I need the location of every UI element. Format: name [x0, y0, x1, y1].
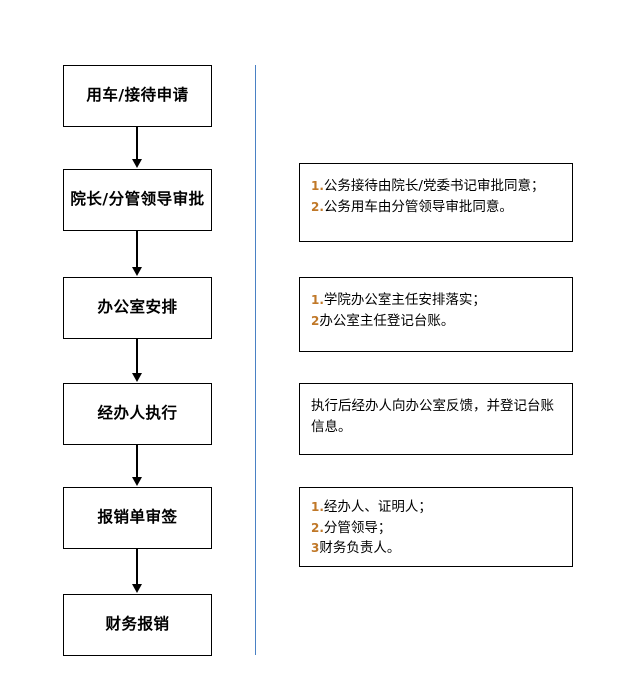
note-box-4-line-2: 2.分管领导；	[311, 518, 561, 539]
note-text: 公务接待由院长/党委书记审批同意；	[323, 178, 545, 194]
note-number: 2.	[311, 520, 324, 535]
note-box-2: 1.学院办公室主任安排落实； 2办公室主任登记台账。	[299, 277, 573, 352]
note-box-3-line-1: 执行后经办人向办公室反馈，并登记台账信息。	[311, 396, 561, 437]
note-box-4: 1.经办人、证明人； 2.分管领导； 3财务负责人。	[299, 487, 573, 567]
note-number: 1.	[311, 293, 324, 307]
note-box-2-line-1: 1.学院办公室主任安排落实；	[311, 290, 561, 311]
note-number: 1.	[311, 500, 324, 514]
process-box-6-label: 财务报销	[105, 615, 170, 634]
arrow-3-to-4	[132, 339, 142, 383]
note-box-3: 执行后经办人向办公室反馈，并登记台账信息。	[299, 383, 573, 455]
note-text: 学院办公室主任安排落实；	[323, 292, 486, 308]
process-box-1-label: 用车/接待申请	[86, 86, 189, 105]
process-box-2[interactable]: 院长/分管领导审批	[63, 169, 212, 231]
process-box-4-label: 经办人执行	[97, 404, 178, 423]
note-box-1-line-1: 1.公务接待由院长/党委书记审批同意；	[311, 176, 561, 197]
column-divider-line	[255, 65, 256, 655]
process-box-5-label: 报销单审签	[97, 508, 178, 527]
note-number: 2.	[311, 199, 324, 214]
arrow-1-to-2	[132, 127, 142, 169]
note-text: 执行后经办人向办公室反馈，并登记台账信息。	[311, 398, 554, 435]
note-number: 1.	[311, 179, 324, 193]
note-number: 3	[311, 541, 320, 556]
note-box-1-line-2: 2.公务用车由分管领导审批同意。	[311, 197, 561, 218]
process-box-6[interactable]: 财务报销	[63, 594, 212, 656]
note-box-4-line-3: 3财务负责人。	[311, 538, 561, 559]
note-text: 财务负责人。	[319, 540, 401, 557]
note-box-1: 1.公务接待由院长/党委书记审批同意； 2.公务用车由分管领导审批同意。	[299, 163, 573, 242]
arrow-5-to-6	[132, 549, 142, 594]
note-number: 2	[311, 313, 320, 328]
note-text: 办公室主任登记台账。	[319, 312, 455, 329]
note-text: 经办人、证明人；	[323, 499, 432, 515]
process-box-4[interactable]: 经办人执行	[63, 383, 212, 445]
process-box-3[interactable]: 办公室安排	[63, 277, 212, 339]
arrow-2-to-3	[132, 231, 142, 277]
note-text: 分管领导；	[323, 519, 392, 536]
process-box-2-label: 院长/分管领导审批	[70, 190, 205, 209]
process-box-3-label: 办公室安排	[97, 298, 178, 317]
note-text: 公务用车由分管领导审批同意。	[323, 198, 513, 215]
process-box-1[interactable]: 用车/接待申请	[63, 65, 212, 127]
note-box-4-line-1: 1.经办人、证明人；	[311, 497, 561, 518]
arrow-4-to-5	[132, 445, 142, 487]
process-box-5[interactable]: 报销单审签	[63, 487, 212, 549]
note-box-2-line-2: 2办公室主任登记台账。	[311, 311, 561, 332]
